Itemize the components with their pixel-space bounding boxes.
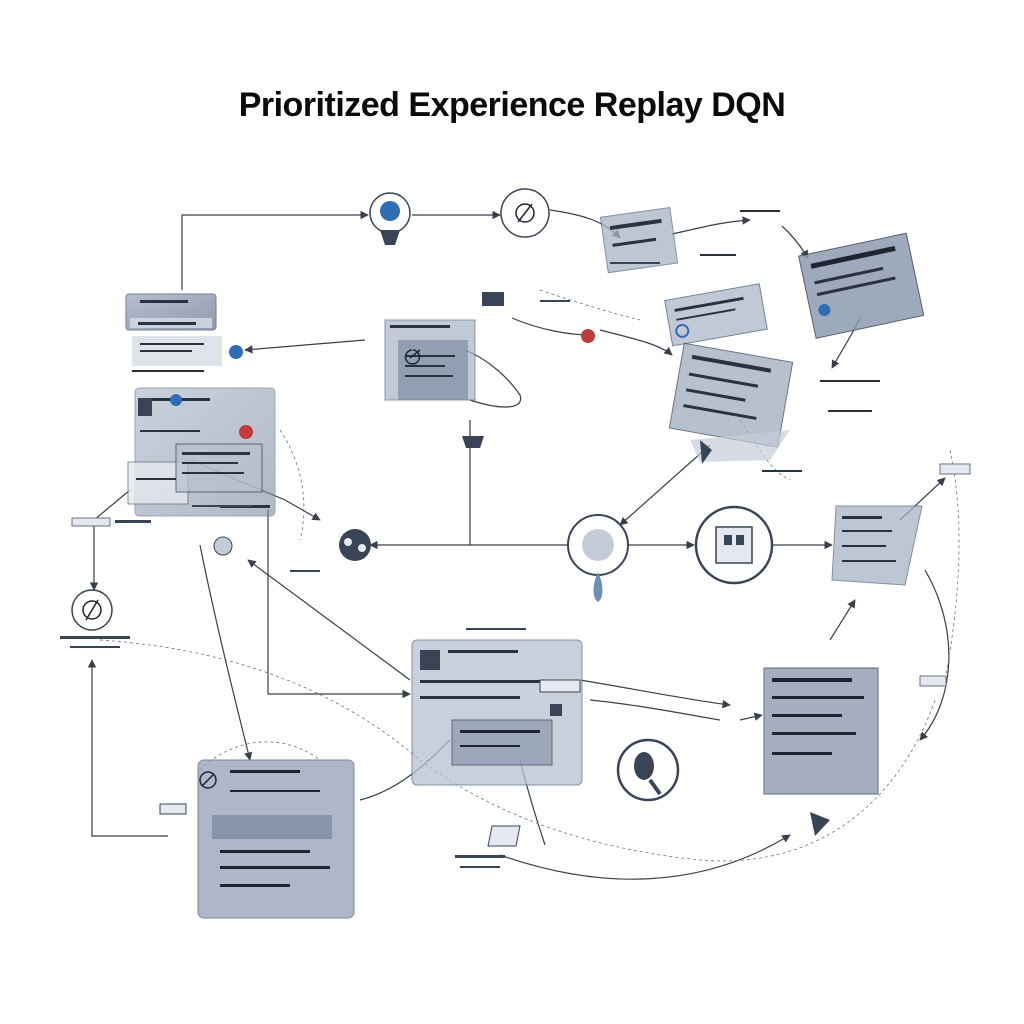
connector xyxy=(599,329,673,356)
connector xyxy=(579,679,731,709)
drop-icon xyxy=(593,572,603,602)
chip-icon xyxy=(138,398,152,416)
connector xyxy=(89,489,131,591)
diagram-title: Prioritized Experience Replay DQN xyxy=(238,86,786,124)
node-agent xyxy=(369,192,411,245)
connector xyxy=(181,210,369,290)
panel-bottom-right xyxy=(763,667,947,795)
node-no-entry-left xyxy=(71,589,113,631)
connector xyxy=(511,317,591,336)
panel-right-cluster xyxy=(581,206,925,472)
no-entry-icon xyxy=(404,349,421,365)
connector xyxy=(919,569,950,741)
node-replay xyxy=(567,514,629,602)
node-chip xyxy=(694,505,774,585)
connector xyxy=(199,544,253,761)
search-icon xyxy=(675,323,690,338)
warning-icon xyxy=(239,425,253,439)
connector xyxy=(619,444,711,526)
dashed-connector xyxy=(279,429,305,541)
connector xyxy=(267,510,411,699)
dashed-connector xyxy=(99,639,936,862)
agent-icon xyxy=(170,394,182,406)
connector xyxy=(739,712,763,721)
connector xyxy=(829,599,856,641)
connection-lines xyxy=(87,209,950,880)
connector xyxy=(671,216,751,235)
panel-center-top xyxy=(384,292,504,401)
connector xyxy=(781,225,809,259)
dashed-connector xyxy=(944,449,960,681)
panel-left-top xyxy=(125,293,222,372)
node-no-entry-top xyxy=(500,188,550,238)
connector xyxy=(499,834,791,880)
panel-center-bottom xyxy=(411,639,583,786)
panel-right-middle xyxy=(831,463,971,586)
dashed-connector xyxy=(539,289,641,321)
connector xyxy=(589,699,721,721)
warning-icon xyxy=(581,329,595,343)
node-search xyxy=(616,738,680,802)
text-lines xyxy=(132,300,204,372)
connector xyxy=(464,349,522,408)
node-small-left xyxy=(213,345,243,556)
connector xyxy=(247,559,411,681)
no-entry-icon xyxy=(199,771,217,789)
connector xyxy=(244,339,366,354)
panel-left-middle xyxy=(127,387,276,517)
decorative-marks xyxy=(60,262,830,868)
connector xyxy=(87,659,168,837)
panel-bottom-left xyxy=(197,759,355,919)
node-network xyxy=(339,529,371,561)
